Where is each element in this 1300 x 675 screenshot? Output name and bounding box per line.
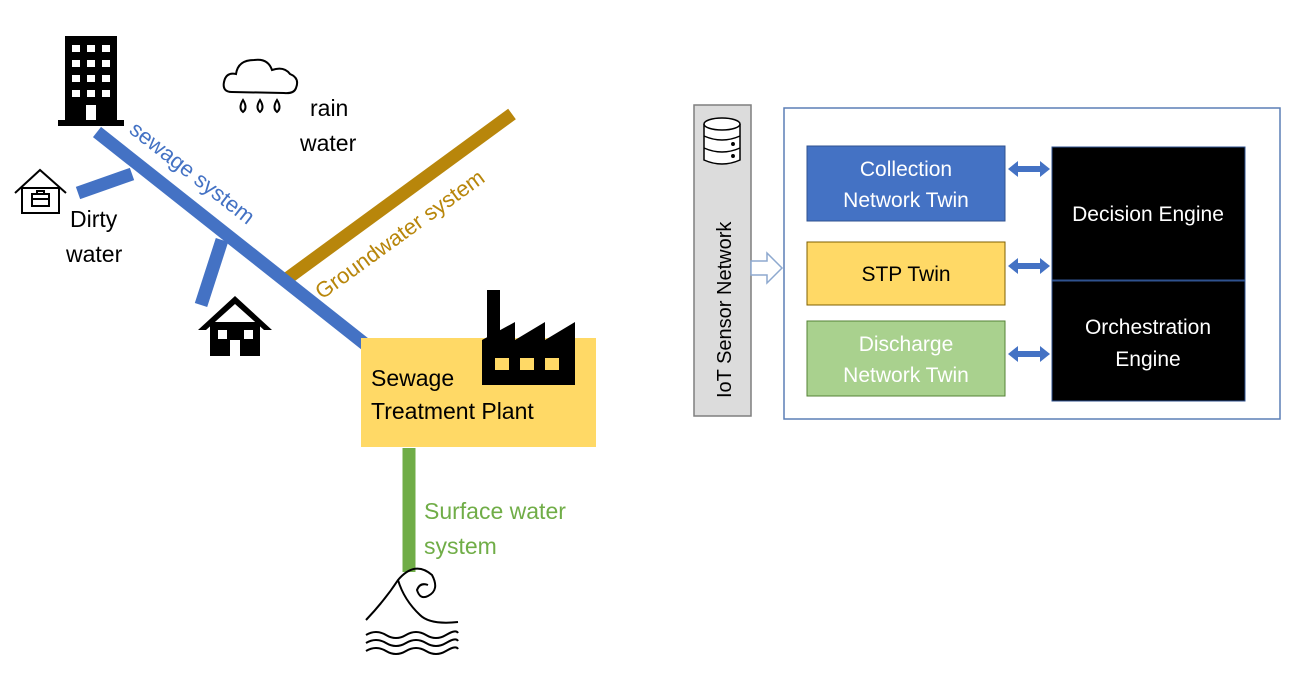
- rain-water-label-line2: water: [299, 130, 357, 156]
- building-icon: [58, 36, 124, 126]
- sewage-branch-dirty: [75, 167, 135, 200]
- discharge-network-twin-box: [806, 320, 1006, 397]
- factory-icon: [482, 290, 575, 385]
- stp-twin-label: STP Twin: [861, 263, 950, 286]
- orchestration-engine-box: [1051, 280, 1246, 402]
- discharge-orchestration-arrow: [1008, 346, 1050, 362]
- orchestration-engine-label-line2: Engine: [1115, 348, 1180, 371]
- dirty-water-label-line1: Dirty: [70, 206, 118, 232]
- surface-water-label-line1: Surface water: [424, 498, 566, 524]
- iot-sensor-network-label: IoT Sensor Network: [714, 221, 736, 398]
- collection-twin-label-line1: Collection: [860, 158, 952, 181]
- collection-twin-label-line2: Network Twin: [843, 189, 969, 212]
- wave-icon: [365, 567, 459, 655]
- discharge-twin-label-line1: Discharge: [859, 333, 954, 356]
- dirty-water-label-line2: water: [65, 241, 123, 267]
- sewage-main-pipe: [92, 126, 375, 354]
- cloud-rain-icon: [222, 58, 299, 114]
- sensor-to-twins-arrow: [750, 251, 784, 285]
- groundwater-pipe: [284, 108, 516, 284]
- database-icon: [703, 117, 741, 165]
- stp-decision-arrow: [1008, 258, 1050, 274]
- surface-water-label-line2: system: [424, 533, 497, 559]
- collection-network-twin-box: [806, 145, 1006, 222]
- rain-water-label-line1: rain: [310, 95, 348, 121]
- stp-twin-box: [806, 241, 1006, 306]
- sewage-branch-house: [194, 238, 229, 307]
- house-small-icon: [14, 168, 67, 214]
- house-icon: [198, 296, 272, 356]
- decision-engine-box: [1051, 146, 1246, 281]
- collection-decision-arrow: [1008, 161, 1050, 177]
- decision-engine-label: Decision Engine: [1072, 203, 1224, 226]
- orchestration-engine-label-line1: Orchestration: [1085, 316, 1211, 339]
- stp-label-line1: Sewage: [371, 365, 454, 391]
- discharge-twin-label-line2: Network Twin: [843, 364, 969, 387]
- stp-label-line2: Treatment Plant: [371, 398, 534, 424]
